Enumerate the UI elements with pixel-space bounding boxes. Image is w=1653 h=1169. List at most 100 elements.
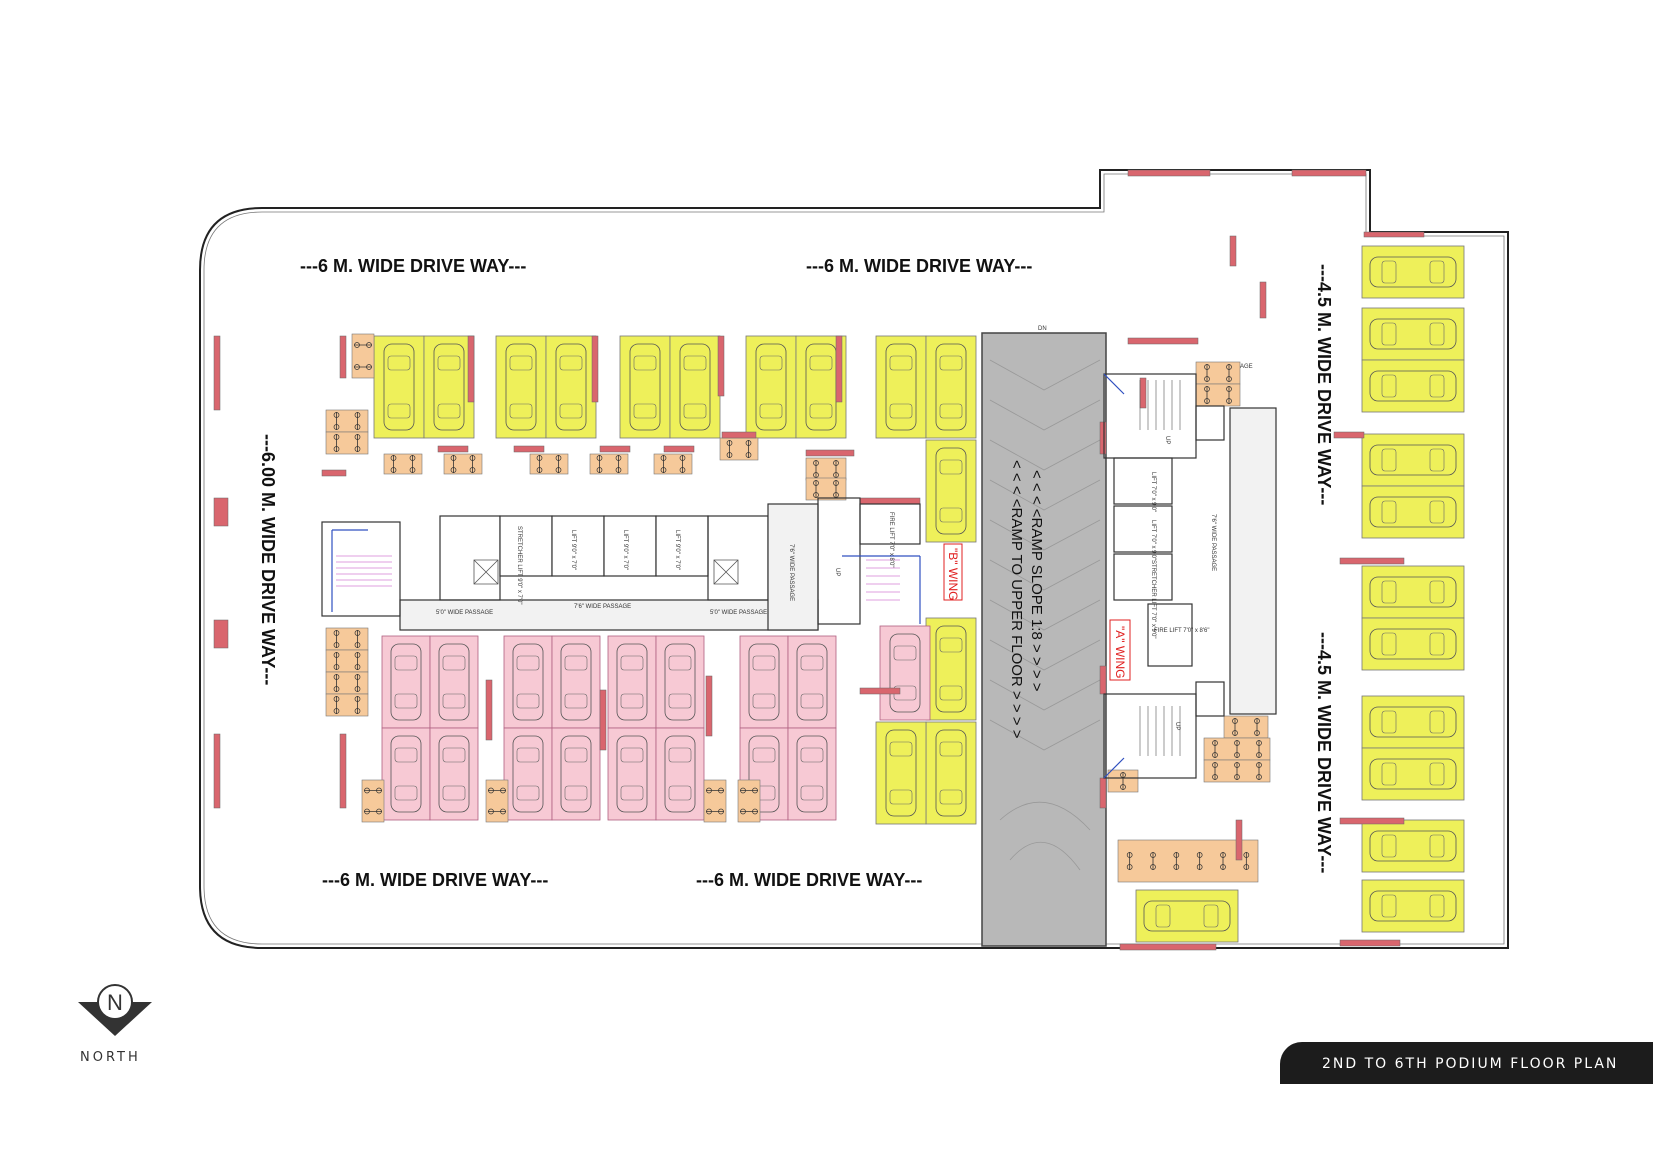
wall-marker [213, 335, 221, 411]
bike-icon [1204, 364, 1232, 382]
bike-parking-bay [529, 453, 569, 475]
b-wing-core [321, 497, 921, 631]
car-icon [1369, 444, 1457, 476]
car-icon [629, 343, 661, 431]
bike-icon [364, 787, 382, 815]
car-icon [560, 643, 592, 721]
bike-icon [596, 455, 622, 473]
b-up-label: UP [834, 568, 840, 576]
plan-title: 2ND TO 6TH PODIUM FLOOR PLAN [1322, 1056, 1619, 1072]
b-wing-label: "B" WING [946, 548, 960, 601]
car-parking-bay [925, 335, 977, 439]
a-passage-short: AGE [1240, 364, 1253, 370]
a-up-label-1: UP [1164, 436, 1170, 444]
wall-marker [513, 445, 545, 453]
b-passage-left: 5'0" WIDE PASSAGE [436, 610, 493, 616]
bike-icon [813, 460, 839, 478]
b-lift-3: LIFT 9'0" x 7'0" [622, 530, 628, 570]
b-wing-tag: "B" WING [943, 543, 963, 601]
wall-marker [705, 675, 713, 737]
bike-parking-bay [383, 453, 423, 475]
bike-parking-bay [589, 453, 629, 475]
bike-icon [333, 652, 361, 670]
car-icon [1369, 370, 1457, 402]
bike-parking-bay [325, 431, 369, 455]
car-icon [1369, 890, 1457, 922]
car-parking-bay [745, 335, 797, 439]
bike-icon [333, 674, 361, 692]
wall-marker [1291, 169, 1367, 177]
special-car-parking-bay [655, 635, 705, 729]
wall-marker [1119, 943, 1217, 951]
wall-marker [1339, 939, 1401, 947]
car-icon [1369, 706, 1457, 738]
car-parking-bay [1361, 433, 1465, 487]
bike-parking-bay [1195, 383, 1241, 407]
wall-marker [213, 733, 221, 809]
car-icon [1369, 576, 1457, 608]
wall-marker [1333, 431, 1365, 439]
car-icon [935, 729, 967, 817]
car-icon [383, 343, 415, 431]
car-icon [748, 735, 780, 813]
ramp: < < < <RAMP SLOPE 1:8 > > > > < < < <RAM… [981, 326, 1107, 947]
bike-parking-bay [1203, 759, 1271, 783]
car-parking-bay [925, 439, 977, 543]
compass-icon: N [78, 984, 152, 1036]
special-car-parking-bay [607, 635, 657, 729]
wall-marker [1127, 337, 1199, 345]
bike-parking-bay [737, 779, 761, 823]
wall-marker [599, 445, 631, 453]
bike-parking-bay [361, 779, 385, 823]
car-icon [679, 343, 711, 431]
car-parking-bay [1361, 617, 1465, 671]
bike-parking-bay [325, 693, 369, 717]
bike-icon [740, 787, 758, 815]
wall-marker [437, 445, 469, 453]
car-icon [555, 343, 587, 431]
car-icon [390, 643, 422, 721]
bike-icon [354, 342, 372, 370]
north-label: NORTH [80, 1050, 141, 1065]
car-icon [616, 643, 648, 721]
car-icon [796, 735, 828, 813]
bike-icon [333, 434, 361, 452]
wall-marker [1099, 777, 1107, 809]
car-icon [1369, 628, 1457, 660]
b-passage-right: 5'0" WIDE PASSAGE [710, 610, 767, 616]
wall-marker [599, 689, 607, 751]
north-arrow: N [70, 980, 160, 1060]
ramp-slope-label: < < < <RAMP SLOPE 1:8 > > > > [1028, 470, 1045, 692]
bike-icon [706, 787, 724, 815]
wall-marker [859, 497, 921, 505]
a-wing-core [1103, 373, 1277, 779]
bike-icon [1212, 740, 1262, 758]
bike-icon [333, 696, 361, 714]
bike-parking-bay [1223, 715, 1269, 739]
bike-parking-bay [805, 477, 847, 501]
special-car-parking-bay [607, 727, 657, 821]
car-icon [935, 625, 967, 713]
bike-parking-bay [805, 457, 847, 481]
special-car-parking-bay [551, 727, 601, 821]
car-parking-bay [1135, 889, 1239, 943]
car-parking-bay [1361, 485, 1465, 539]
driveway-label-right-upper: ---4.5 M. WIDE DRIVE WAY--- [1314, 264, 1334, 505]
wall-marker [321, 469, 347, 477]
a-fire-lift: FIRE LIFT 7'0" x 8'6" [1154, 628, 1209, 634]
car-parking-bay [1361, 359, 1465, 413]
bike-icon [1212, 762, 1262, 780]
special-car-parking-bay [739, 635, 789, 729]
bike-parking-bay [703, 779, 727, 823]
bike-parking-bay [325, 671, 369, 695]
title-bar [1280, 1042, 1653, 1084]
car-parking-bay [875, 721, 927, 825]
car-icon [1369, 496, 1457, 528]
wall-marker [1339, 557, 1405, 565]
car-icon [935, 447, 967, 535]
special-car-parking-bay [381, 635, 431, 729]
driveway-label-bottom-right: ---6 M. WIDE DRIVE WAY--- [696, 870, 922, 890]
car-parking-bay [545, 335, 597, 439]
b-passage-main: 7'6" WIDE PASSAGE [574, 604, 631, 610]
car-parking-bay [1361, 245, 1465, 299]
